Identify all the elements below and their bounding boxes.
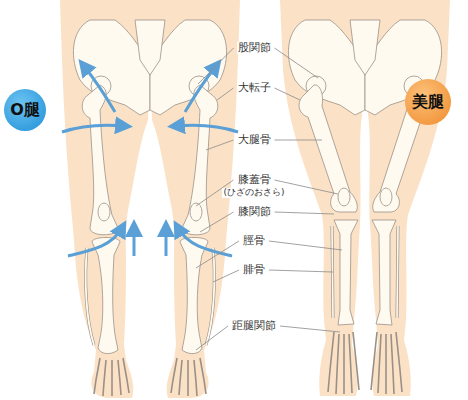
leader-line — [200, 212, 234, 232]
leader-line — [206, 140, 234, 150]
leader-line — [217, 88, 234, 100]
leader-line — [275, 48, 319, 78]
part-label: 股関節 — [237, 42, 272, 54]
leg-type-badge: O腿 — [4, 89, 46, 131]
leader-line — [280, 326, 340, 332]
leader-line — [196, 326, 228, 350]
part-label: 大転子 — [237, 82, 272, 94]
leader-line — [196, 241, 239, 268]
leader-line — [275, 88, 301, 100]
part-label: (ひざのおさら) — [222, 188, 285, 198]
part-label: 脛骨 — [242, 235, 266, 247]
part-label: 大腿骨 — [237, 134, 272, 146]
part-label: 距腿関節 — [231, 320, 277, 332]
leg-type-badge: 美腿 — [405, 79, 451, 125]
part-label: 膝関節 — [237, 206, 272, 218]
leader-line — [275, 212, 335, 214]
part-label: 膝蓋骨 — [237, 174, 272, 186]
leader-line — [198, 48, 234, 84]
leader-line — [269, 241, 342, 250]
leader-line — [269, 270, 333, 272]
part-label: 腓骨 — [242, 264, 266, 276]
badge-text: 美腿 — [412, 94, 444, 110]
leader-line — [275, 140, 323, 141]
leader-line — [213, 270, 239, 282]
badge-text: O腿 — [10, 102, 40, 118]
